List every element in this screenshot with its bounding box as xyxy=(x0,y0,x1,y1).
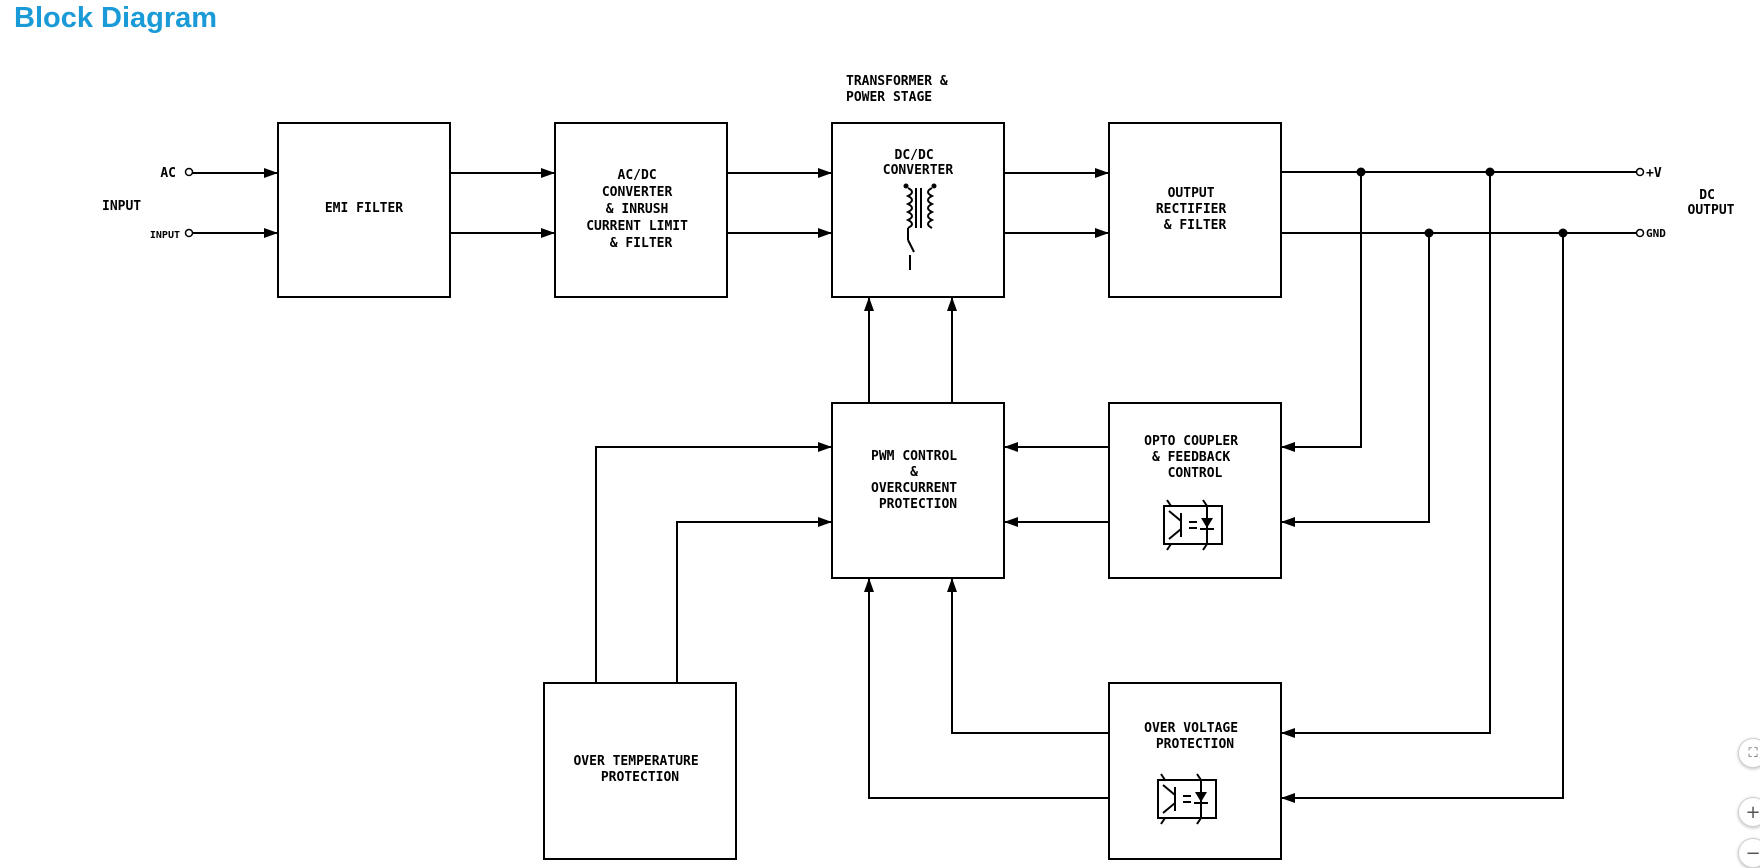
zoom-out-button[interactable]: − xyxy=(1738,838,1760,868)
input-input-terminal xyxy=(184,228,194,238)
pwm-control-label: PWM CONTROL & OVERCURRENT PROTECTION xyxy=(871,449,965,512)
input-label: INPUT xyxy=(102,199,141,214)
emi-filter-label: EMI FILTER xyxy=(325,201,403,216)
transformer-stage-label: TRANSFORMER & POWER STAGE xyxy=(846,74,956,105)
output-v-label: +V xyxy=(1646,166,1662,181)
terminals xyxy=(184,167,1645,238)
output-gnd-terminal xyxy=(1635,228,1645,238)
over-voltage-block xyxy=(1108,682,1282,860)
input-input-label: INPUT xyxy=(150,230,180,241)
acdc-converter-block xyxy=(554,122,728,298)
minus-icon: − xyxy=(1745,842,1760,864)
dc-output-label: DC OUTPUT xyxy=(1688,188,1735,218)
opto-coupler-block xyxy=(1108,402,1282,579)
pwm-control-block xyxy=(831,402,1005,579)
output-gnd-label: GND xyxy=(1646,227,1666,240)
output-rectifier-label: OUTPUT RECTIFIER & FILTER xyxy=(1156,186,1234,233)
junction-dots xyxy=(1356,167,1568,238)
optocoupler-icon xyxy=(1157,773,1217,825)
zoom-in-button[interactable]: + xyxy=(1738,797,1760,827)
acdc-converter-label: AC/DC CONVERTER & INRUSH CURRENT LIMIT &… xyxy=(586,168,696,251)
wires xyxy=(192,171,1637,799)
input-ac-label: AC xyxy=(160,166,176,181)
dcdc-converter-label: DC/DC CONVERTER xyxy=(883,148,954,178)
output-rectifier-block xyxy=(1108,122,1282,298)
transformer-icon xyxy=(903,183,937,270)
fit-screen-button[interactable]: ⛶ xyxy=(1738,738,1760,768)
over-temperature-block xyxy=(543,682,737,860)
emi-filter-block xyxy=(277,122,451,298)
arrowheads xyxy=(264,168,1295,803)
over-voltage-label: OVER VOLTAGE PROTECTION xyxy=(1144,721,1246,752)
page-title: Block Diagram xyxy=(14,2,218,34)
optocoupler-icon xyxy=(1163,499,1223,551)
output-v-terminal xyxy=(1635,167,1645,177)
input-ac-terminal xyxy=(184,167,194,177)
fit-screen-icon: ⛶ xyxy=(1748,745,1758,761)
opto-coupler-label: OPTO COUPLER & FEEDBACK CONTROL xyxy=(1144,434,1246,481)
over-temperature-label: OVER TEMPERATURE PROTECTION xyxy=(573,754,706,785)
dcdc-converter-block xyxy=(831,122,1005,298)
plus-icon: + xyxy=(1745,801,1760,823)
